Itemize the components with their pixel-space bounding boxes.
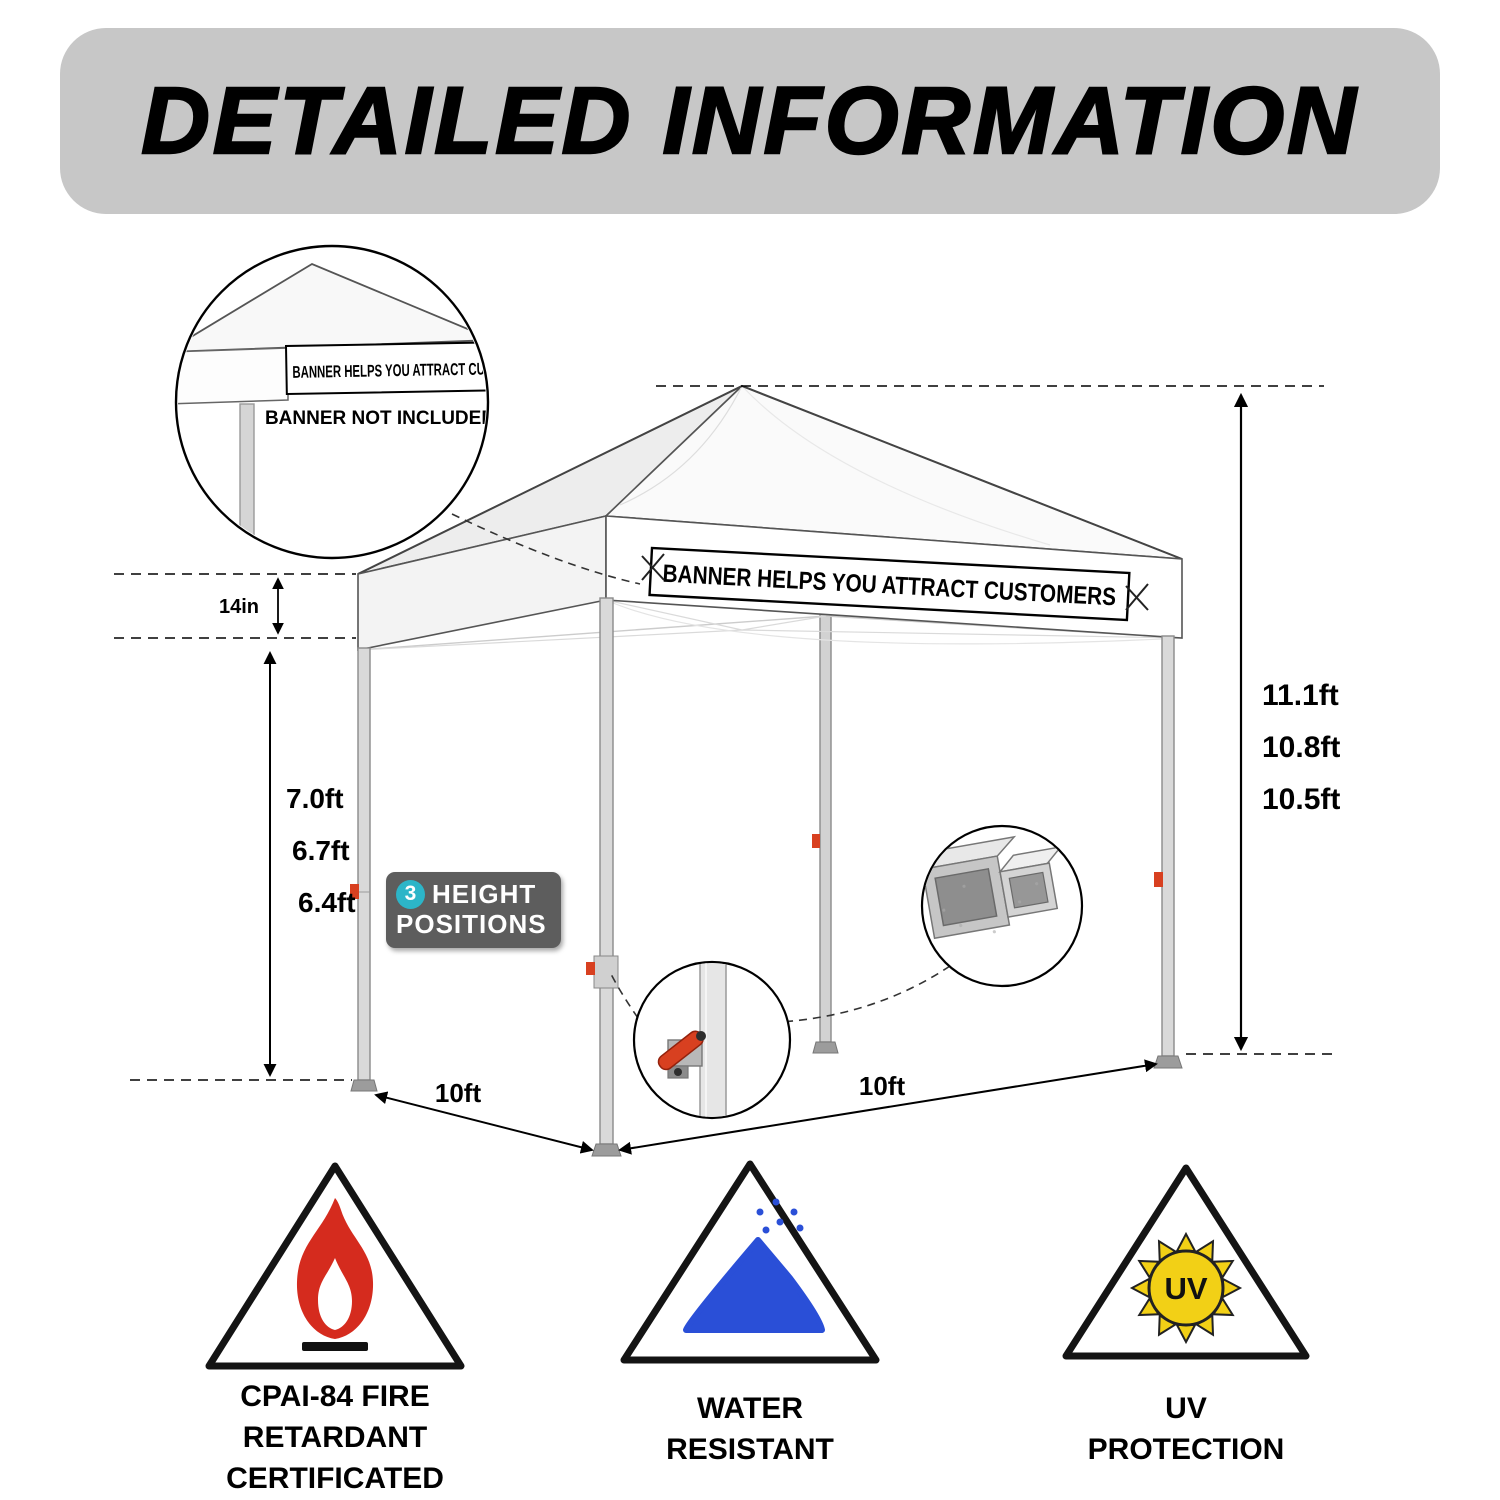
banner-zoom-text: BANNER HELPS YOU ATTRACT CUS [292, 359, 492, 381]
base-width-left-label: 10ft [435, 1078, 482, 1108]
total-height-2: 10.8ft [1262, 731, 1340, 764]
metal-texture-dots [942, 882, 1039, 934]
height-count-badge: 3 [396, 879, 425, 909]
height-badge-line2: POSITIONS [396, 909, 547, 939]
height-lock-knob [812, 834, 820, 848]
feature-label-line: RESISTANT [666, 1433, 834, 1466]
lock-mechanism-zoom-circle [632, 960, 792, 1120]
feature-label-line: RETARDANT [242, 1421, 428, 1454]
tube-material-zoom-circle [920, 824, 1084, 988]
feature-label-line: PROTECTION [1087, 1433, 1285, 1466]
base-width-right-label: 10ft [859, 1071, 906, 1101]
feature-label-line: WATER [696, 1392, 804, 1425]
total-height-3: 10.5ft [1262, 783, 1340, 816]
tent-left-leg [350, 647, 378, 1092]
height-badge-line1: HEIGHT [432, 879, 537, 909]
feature-label-line: UV [1165, 1392, 1207, 1425]
tent-right-leg [1153, 635, 1183, 1069]
height-lock-knob [586, 962, 595, 975]
uv-protection-icon: UV [1062, 1164, 1310, 1360]
leg-height-1: 7.0ft [286, 783, 344, 814]
page-title: DETAILED INFORMATION [140, 66, 1359, 175]
tent-near-leg [586, 597, 622, 1157]
feature-label-line: CERTIFICATED [226, 1462, 444, 1495]
rain-drops-icon [756, 1198, 804, 1234]
banner-not-included-note: BANNER NOT INCLUDED [265, 408, 495, 429]
uv-protection-label: UV PROTECTION [996, 1388, 1376, 1470]
uv-icon-text: UV [1164, 1271, 1207, 1306]
banner-tie-right [1125, 583, 1149, 611]
zoom-connector-line [451, 513, 641, 585]
fire-retardant-icon [205, 1162, 465, 1370]
leg-height-2: 6.7ft [292, 835, 350, 866]
lock-screw [696, 1031, 706, 1041]
total-height-1: 11.1ft [1262, 679, 1339, 712]
flame-base-bar [302, 1342, 368, 1351]
lock-screw [674, 1068, 682, 1076]
height-lock-knob [1154, 872, 1163, 887]
canopy-roof [357, 384, 1183, 575]
valance-height-label: 14in [219, 596, 259, 618]
dimension-guides [114, 385, 1334, 1081]
height-positions-badge: 3 HEIGHT POSITIONS [386, 872, 561, 948]
fire-retardant-label: CPAI-84 FIRE RETARDANT CERTIFICATED [145, 1376, 525, 1499]
tube-connector-line [651, 965, 951, 1024]
feature-label-line: CPAI-84 FIRE [240, 1380, 430, 1413]
valance-height-dimension: 14in [219, 577, 284, 635]
base-width-dimension-left: 10ft [374, 1078, 594, 1154]
banner-zoom-circle: BANNER HELPS YOU ATTRACT CUS BANNER NOT … [174, 244, 495, 560]
leg-height-3: 6.4ft [298, 887, 356, 918]
height-lock-knob [350, 884, 359, 899]
sun-icon: UV [1129, 1231, 1243, 1345]
banner-tie-left [641, 553, 665, 581]
total-height-dimension: 11.1ft 10.8ft 10.5ft [1233, 392, 1340, 1052]
leg-height-dimension: 7.0ft 6.7ft 6.4ft [263, 651, 356, 1077]
lock-connector-line [609, 971, 639, 1019]
leg-lock-bracket [593, 955, 619, 989]
base-width-dimension-right: 10ft [618, 1059, 1158, 1155]
water-resistant-label: WATER RESISTANT [560, 1388, 940, 1470]
tent-back-leg [812, 613, 839, 1054]
title-banner: DETAILED INFORMATION [60, 28, 1440, 214]
water-resistant-icon [620, 1160, 880, 1364]
water-mountain-icon [683, 1237, 825, 1333]
